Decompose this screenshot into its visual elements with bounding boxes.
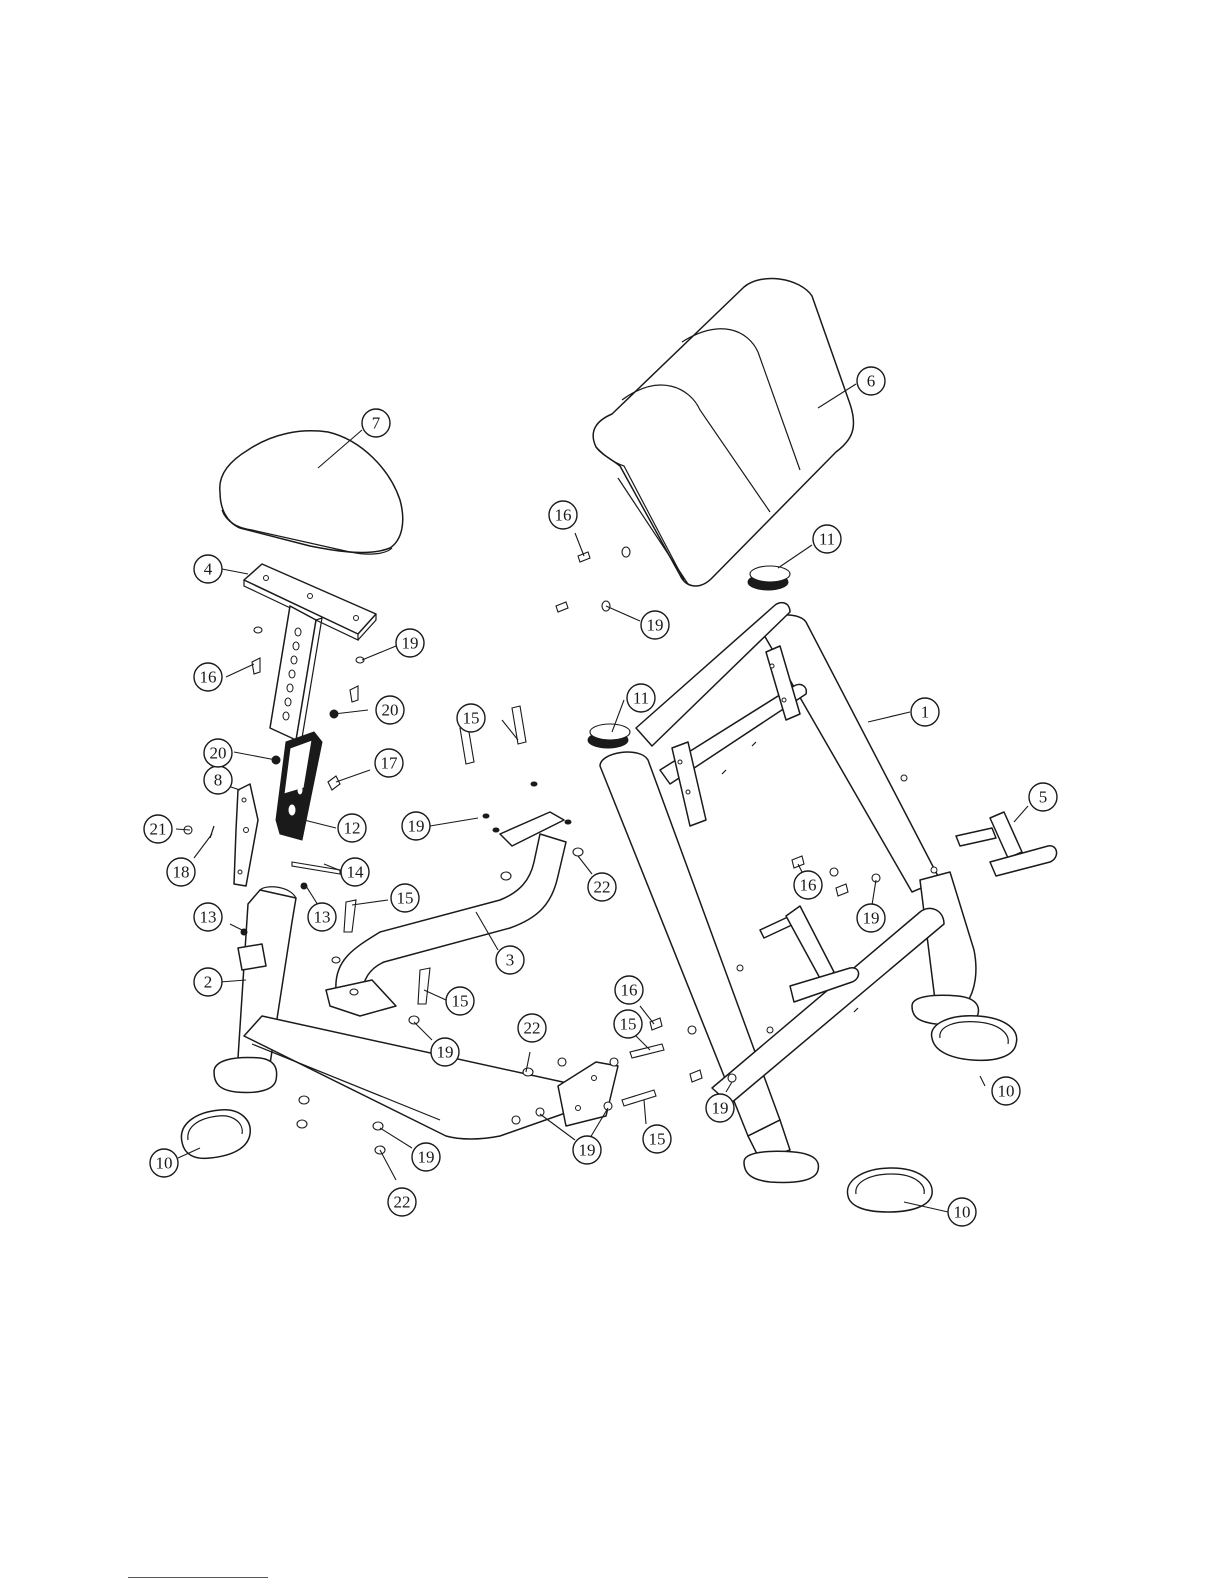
svg-text:17: 17 xyxy=(381,754,399,773)
svg-text:20: 20 xyxy=(382,701,399,720)
svg-text:20: 20 xyxy=(210,744,227,763)
part-8-plate xyxy=(234,784,258,886)
callout-part-3: 3 xyxy=(496,946,524,974)
callout-part-2: 2 xyxy=(194,968,222,996)
part-7-seat-pad xyxy=(220,431,403,554)
callout-part-15: 15 xyxy=(391,884,419,912)
svg-text:15: 15 xyxy=(463,709,480,728)
callout-part-22: 22 xyxy=(388,1188,416,1216)
svg-text:16: 16 xyxy=(555,506,572,525)
callout-part-10: 10 xyxy=(948,1198,976,1226)
callout-part-6: 6 xyxy=(857,367,885,395)
callout-part-15: 15 xyxy=(643,1125,671,1153)
callout-part-8: 8 xyxy=(204,766,232,794)
svg-text:13: 13 xyxy=(200,908,217,927)
svg-text:19: 19 xyxy=(647,616,664,635)
callout-part-11: 11 xyxy=(813,525,841,553)
callout-part-15: 15 xyxy=(457,704,485,732)
svg-text:10: 10 xyxy=(954,1203,971,1222)
svg-text:15: 15 xyxy=(620,1015,637,1034)
callout-part-1: 1 xyxy=(911,698,939,726)
callout-part-11: 11 xyxy=(627,684,655,712)
callout-part-17: 17 xyxy=(375,749,403,777)
callout-part-19: 19 xyxy=(641,611,669,639)
svg-text:3: 3 xyxy=(506,951,515,970)
svg-text:16: 16 xyxy=(621,981,638,1000)
svg-text:2: 2 xyxy=(204,973,213,992)
svg-text:11: 11 xyxy=(819,530,835,549)
callout-part-13: 13 xyxy=(194,903,222,931)
callout-part-22: 22 xyxy=(588,873,616,901)
callout-part-20: 20 xyxy=(204,739,232,767)
callout-part-15: 15 xyxy=(446,987,474,1015)
svg-text:10: 10 xyxy=(156,1154,173,1173)
callout-part-15: 15 xyxy=(614,1010,642,1038)
callout-part-12: 12 xyxy=(338,814,366,842)
svg-text:15: 15 xyxy=(452,992,469,1011)
callout-part-13: 13 xyxy=(308,903,336,931)
svg-text:19: 19 xyxy=(863,909,880,928)
callout-part-18: 18 xyxy=(167,858,195,886)
svg-text:6: 6 xyxy=(867,372,876,391)
svg-text:19: 19 xyxy=(402,634,419,653)
callout-part-19: 19 xyxy=(857,904,885,932)
svg-text:15: 15 xyxy=(397,889,414,908)
svg-text:22: 22 xyxy=(524,1019,541,1038)
part-1-main-frame xyxy=(600,603,978,1183)
callout-part-16: 16 xyxy=(194,663,222,691)
part-4-seat-bracket xyxy=(244,564,376,740)
svg-text:19: 19 xyxy=(408,817,425,836)
svg-text:19: 19 xyxy=(437,1043,454,1062)
svg-text:5: 5 xyxy=(1039,788,1048,807)
svg-text:19: 19 xyxy=(418,1148,435,1167)
svg-text:19: 19 xyxy=(579,1141,596,1160)
svg-text:13: 13 xyxy=(314,908,331,927)
svg-text:16: 16 xyxy=(200,668,217,687)
svg-text:22: 22 xyxy=(594,878,611,897)
svg-text:12: 12 xyxy=(344,819,361,838)
svg-text:8: 8 xyxy=(214,771,223,790)
svg-text:1: 1 xyxy=(921,703,930,722)
callout-part-16: 16 xyxy=(549,501,577,529)
callout-part-7: 7 xyxy=(362,409,390,437)
svg-text:16: 16 xyxy=(800,876,817,895)
svg-text:22: 22 xyxy=(394,1193,411,1212)
callout-part-21: 21 xyxy=(144,815,172,843)
callout-part-16: 16 xyxy=(794,871,822,899)
svg-text:10: 10 xyxy=(998,1082,1015,1101)
callout-part-4: 4 xyxy=(194,555,222,583)
svg-text:7: 7 xyxy=(372,414,381,433)
callout-part-5: 5 xyxy=(1029,783,1057,811)
part-12-adjustment-sleeve xyxy=(276,732,322,840)
callout-part-19: 19 xyxy=(396,629,424,657)
callout-part-20: 20 xyxy=(376,696,404,724)
svg-text:4: 4 xyxy=(204,560,213,579)
part-5-handle xyxy=(956,812,1057,876)
part-3-curved-tube xyxy=(326,812,566,1016)
callout-part-19: 19 xyxy=(412,1143,440,1171)
callout-part-16: 16 xyxy=(615,976,643,1004)
callout-part-14: 14 xyxy=(341,858,369,886)
callout-part-19: 19 xyxy=(573,1136,601,1164)
callout-part-19: 19 xyxy=(402,812,430,840)
callout-part-22: 22 xyxy=(518,1014,546,1042)
footer-link-underline[interactable] xyxy=(128,1577,268,1578)
callout-part-19: 19 xyxy=(431,1038,459,1066)
svg-text:18: 18 xyxy=(173,863,190,882)
svg-text:11: 11 xyxy=(633,689,649,708)
callout-part-19: 19 xyxy=(706,1094,734,1122)
callout-part-10: 10 xyxy=(992,1077,1020,1105)
svg-text:21: 21 xyxy=(150,820,167,839)
svg-text:15: 15 xyxy=(649,1130,666,1149)
svg-text:19: 19 xyxy=(712,1099,729,1118)
svg-text:14: 14 xyxy=(347,863,365,882)
callout-part-10: 10 xyxy=(150,1149,178,1177)
